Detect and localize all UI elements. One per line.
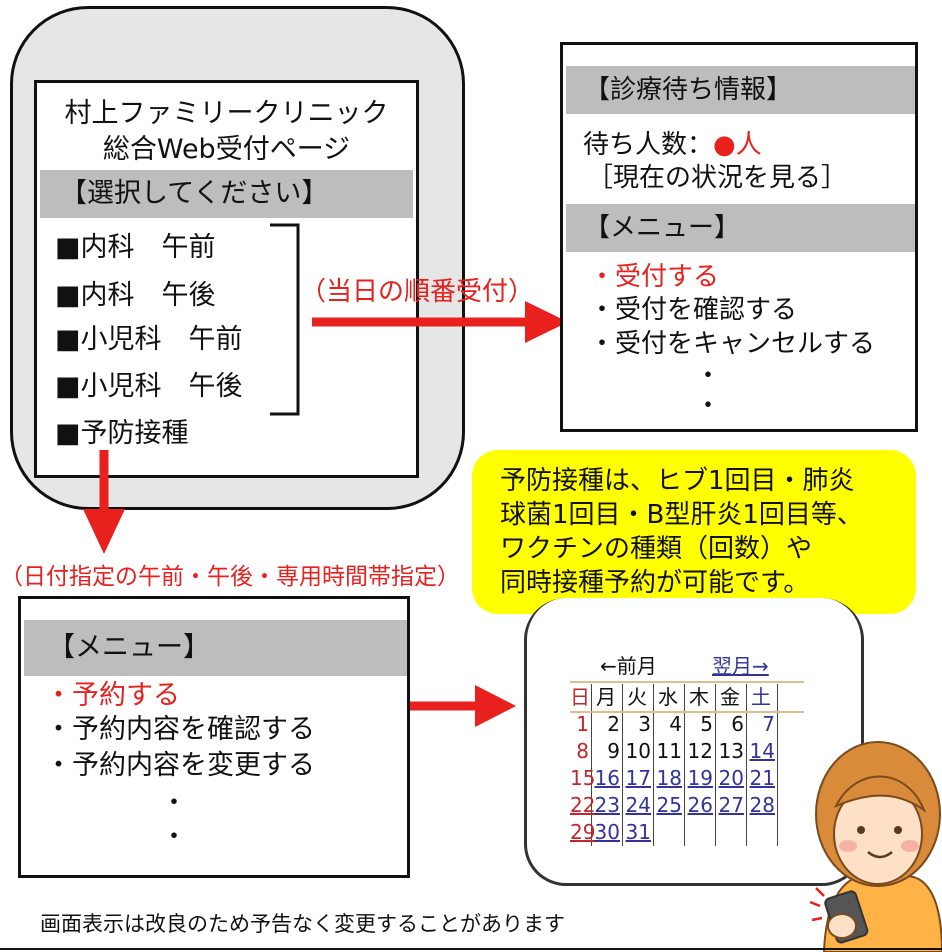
calendar-day: 1 [570, 711, 592, 738]
calendar-day[interactable]: 27 [716, 792, 747, 819]
waiting-header: 【診療待ち情報】 [566, 66, 915, 114]
calendar-day[interactable]: 24 [623, 792, 654, 819]
calendar-divider [570, 681, 804, 683]
reservation-arrowhead [83, 509, 125, 554]
calendar-weekday: 木 [685, 684, 716, 711]
calendar-day[interactable]: 31 [623, 819, 654, 846]
calendar-weekday: 日 [570, 684, 592, 711]
ellipsis-dot: ・ [695, 391, 722, 421]
waiting-menu-header: 【メニュー】 [566, 204, 915, 252]
calendar-day[interactable]: 23 [592, 792, 623, 819]
menu-confirm-reservation[interactable]: ・予約内容を確認する [45, 714, 315, 745]
calendar-next-month[interactable]: 翌月→ [712, 654, 769, 678]
note-line: ワクチンの種類（回数）や [500, 534, 813, 564]
menu-cancel-checkin[interactable]: ・受付をキャンセルする [589, 329, 876, 359]
same-day-label: （当日の順番受付） [300, 277, 535, 307]
calendar-weekday: 月 [592, 684, 623, 711]
calendar-arrowhead [475, 685, 516, 727]
ellipsis-dot: ・ [161, 822, 188, 852]
select-header: 【選択してください】 [40, 170, 413, 218]
note-line: 同時接種予約が可能です。 [500, 568, 810, 598]
calendar-day: 12 [685, 738, 716, 765]
calendar-day: 6 [716, 711, 747, 738]
calendar-day[interactable]: 29 [570, 819, 596, 846]
bottom-rule [0, 948, 942, 950]
selection-screen: 村上ファミリークリニック 総合Web受付ページ 【選択してください】 ■内科 午… [34, 80, 419, 478]
calendar-day [747, 819, 778, 846]
calendar-day[interactable]: 25 [654, 792, 685, 819]
option-vaccination[interactable]: ■予防接種 [55, 418, 189, 449]
page-title: 総合Web受付ページ [102, 134, 351, 165]
calendar-day: 14 [747, 738, 778, 765]
clinic-name: 村上ファミリークリニック [64, 98, 389, 129]
calendar-day[interactable]: 21 [747, 765, 778, 792]
vaccination-note: 予防接種は、ヒブ1回目・肺炎 球菌1回目・B型肝炎1回目等、 ワクチンの種類（回… [472, 450, 916, 614]
footer-note: 画面表示は改良のため予告なく変更することがあります [40, 912, 565, 936]
calendar-frame [524, 598, 864, 886]
menu-reserve[interactable]: ・予約する [45, 680, 180, 711]
calendar-day[interactable]: 18 [654, 765, 685, 792]
calendar-day[interactable]: 26 [685, 792, 716, 819]
calendar-weekday: 水 [654, 684, 685, 711]
reservation-screen: 【メニュー】 ・予約する ・予約内容を確認する ・予約内容を変更する ・ ・ [18, 596, 410, 878]
reservation-label: （日付指定の午前・午後・専用時間帯指定） [0, 564, 460, 590]
status-link[interactable]: ［現在の状況を見る］ [587, 163, 848, 193]
calendar-day[interactable]: 17 [623, 765, 654, 792]
note-line: 予防接種は、ヒブ1回目・肺炎 [500, 466, 855, 496]
calendar-day: 15 [570, 765, 596, 792]
wait-count: 待ち人数：●人 [583, 129, 762, 162]
calendar-weekday: 金 [716, 684, 747, 711]
menu-confirm-checkin[interactable]: ・受付を確認する [589, 295, 798, 325]
calendar-day[interactable]: 19 [685, 765, 716, 792]
calendar-prev-month[interactable]: ←前月 [600, 654, 657, 678]
calendar-day: 2 [592, 711, 623, 738]
calendar-day[interactable]: 16 [592, 765, 623, 792]
calendar-divider [570, 711, 804, 713]
menu-checkin[interactable]: ・受付する [589, 262, 720, 292]
reservation-menu-header: 【メニュー】 [24, 620, 407, 676]
calendar-day: 9 [592, 738, 623, 765]
wait-unit: 人 [735, 130, 762, 160]
calendar-day: 5 [685, 711, 716, 738]
calendar-day: 4 [654, 711, 685, 738]
ellipsis-dot: ・ [695, 361, 722, 391]
menu-change-reservation[interactable]: ・予約内容を変更する [45, 750, 315, 781]
option-shonika-am[interactable]: ■小児科 午前 [55, 324, 243, 355]
wait-count-label: 待ち人数： [583, 130, 714, 160]
nurse-illustration [809, 741, 942, 952]
calendar-day[interactable]: 30 [592, 819, 623, 846]
calendar-day: 11 [654, 738, 685, 765]
calendar-day[interactable]: 22 [570, 792, 596, 819]
wait-dot: ● [713, 130, 736, 160]
calendar-day [685, 819, 716, 846]
calendar-day[interactable]: 20 [716, 765, 747, 792]
note-line: 球菌1回目・B型肝炎1回目等、 [500, 500, 863, 530]
calendar-day: 8 [570, 738, 592, 765]
calendar-day: 10 [623, 738, 654, 765]
options-bracket [270, 223, 300, 416]
calendar-day: 3 [623, 711, 654, 738]
calendar-day: 7 [747, 711, 778, 738]
ellipsis-dot: ・ [161, 788, 188, 818]
calendar-day [716, 819, 747, 846]
option-shonika-pm[interactable]: ■小児科 午後 [55, 371, 243, 402]
option-naika-pm[interactable]: ■内科 午後 [55, 280, 216, 311]
calendar-weekday-row: 日月火水木金土 [570, 684, 778, 711]
same-day-arrowhead [525, 301, 568, 343]
calendar-day [654, 819, 685, 846]
waiting-screen: 【診療待ち情報】 待ち人数：●人 ［現在の状況を見る］ 【メニュー】 ・受付する… [560, 42, 918, 432]
calendar-weekday: 火 [623, 684, 654, 711]
calendar-day: 13 [716, 738, 747, 765]
option-naika-am[interactable]: ■内科 午前 [55, 232, 216, 263]
calendar-day[interactable]: 28 [747, 792, 778, 819]
calendar-weekday: 土 [747, 684, 778, 711]
